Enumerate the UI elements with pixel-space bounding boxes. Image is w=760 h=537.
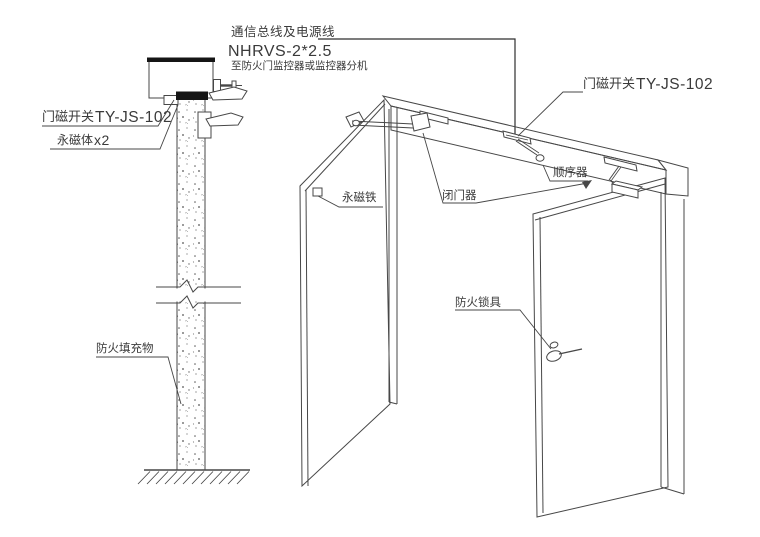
leader-iso-door-switch — [517, 91, 583, 137]
leader-magnet — [50, 104, 179, 150]
break-line-bottom — [156, 295, 241, 309]
left-door-magnet — [312, 187, 323, 197]
label-sequencer: 顺序器 — [553, 165, 588, 179]
label-fire-lock: 防火锁具 — [455, 295, 501, 309]
switch-box-cap — [147, 57, 215, 62]
section-view — [42, 57, 250, 485]
break-line-top — [156, 279, 241, 293]
leader-iso-magnet — [317, 195, 383, 208]
label-section-magnet-cn: 永磁体 — [57, 132, 93, 147]
leader-door-switch — [42, 99, 175, 127]
hardware-devices — [345, 110, 644, 362]
cable-annotation — [318, 38, 516, 135]
leader-door-closer — [422, 132, 589, 204]
leader-cable — [318, 38, 516, 135]
label-section-magnet-qty: x2 — [94, 132, 110, 148]
magnet-tab — [163, 95, 179, 105]
label-cable-line1: 通信总线及电源线 — [231, 25, 335, 39]
column-fill — [177, 99, 205, 470]
fire-lock-handle — [546, 341, 583, 362]
label-section-door-switch-model: TY-JS-102 — [95, 109, 172, 126]
iso-leaders — [317, 91, 592, 350]
door-frame — [381, 95, 689, 495]
label-iso-door-switch-cn: 门磁开关 — [583, 76, 635, 91]
leader-arrowhead — [582, 180, 592, 189]
label-cable-line2: NHRVS-2*2.5 — [228, 43, 332, 60]
right-closer-body — [611, 183, 639, 199]
left-door-leaf — [299, 98, 391, 488]
label-iso-magnet: 永磁铁 — [342, 190, 377, 204]
break-gap — [168, 288, 214, 302]
header-top-face — [381, 95, 668, 171]
clamp-bracket-icon — [197, 86, 248, 139]
label-section-door-switch-cn: 门磁开关 — [42, 109, 94, 124]
leader-fire-lock — [455, 309, 552, 350]
leader-filler — [96, 356, 182, 405]
left-closer-body — [410, 112, 431, 132]
leader-sequencer — [542, 164, 588, 182]
label-door-closer: 闭门器 — [442, 188, 477, 202]
magnet-pair-bar — [176, 91, 208, 100]
header-end-cap — [656, 159, 689, 197]
sequencer-knob — [535, 154, 545, 162]
right-closer-plate — [603, 156, 638, 172]
label-cable-line3: 至防火门监控器或监控器分机 — [231, 59, 368, 72]
left-arm-knob — [352, 119, 360, 127]
ground-hatch — [137, 471, 250, 485]
left-door-arm-bracket — [345, 111, 365, 128]
label-iso-door-switch-model: TY-JS-102 — [636, 76, 713, 93]
label-filler: 防火填充物 — [96, 341, 154, 355]
left-door-face — [299, 98, 391, 488]
